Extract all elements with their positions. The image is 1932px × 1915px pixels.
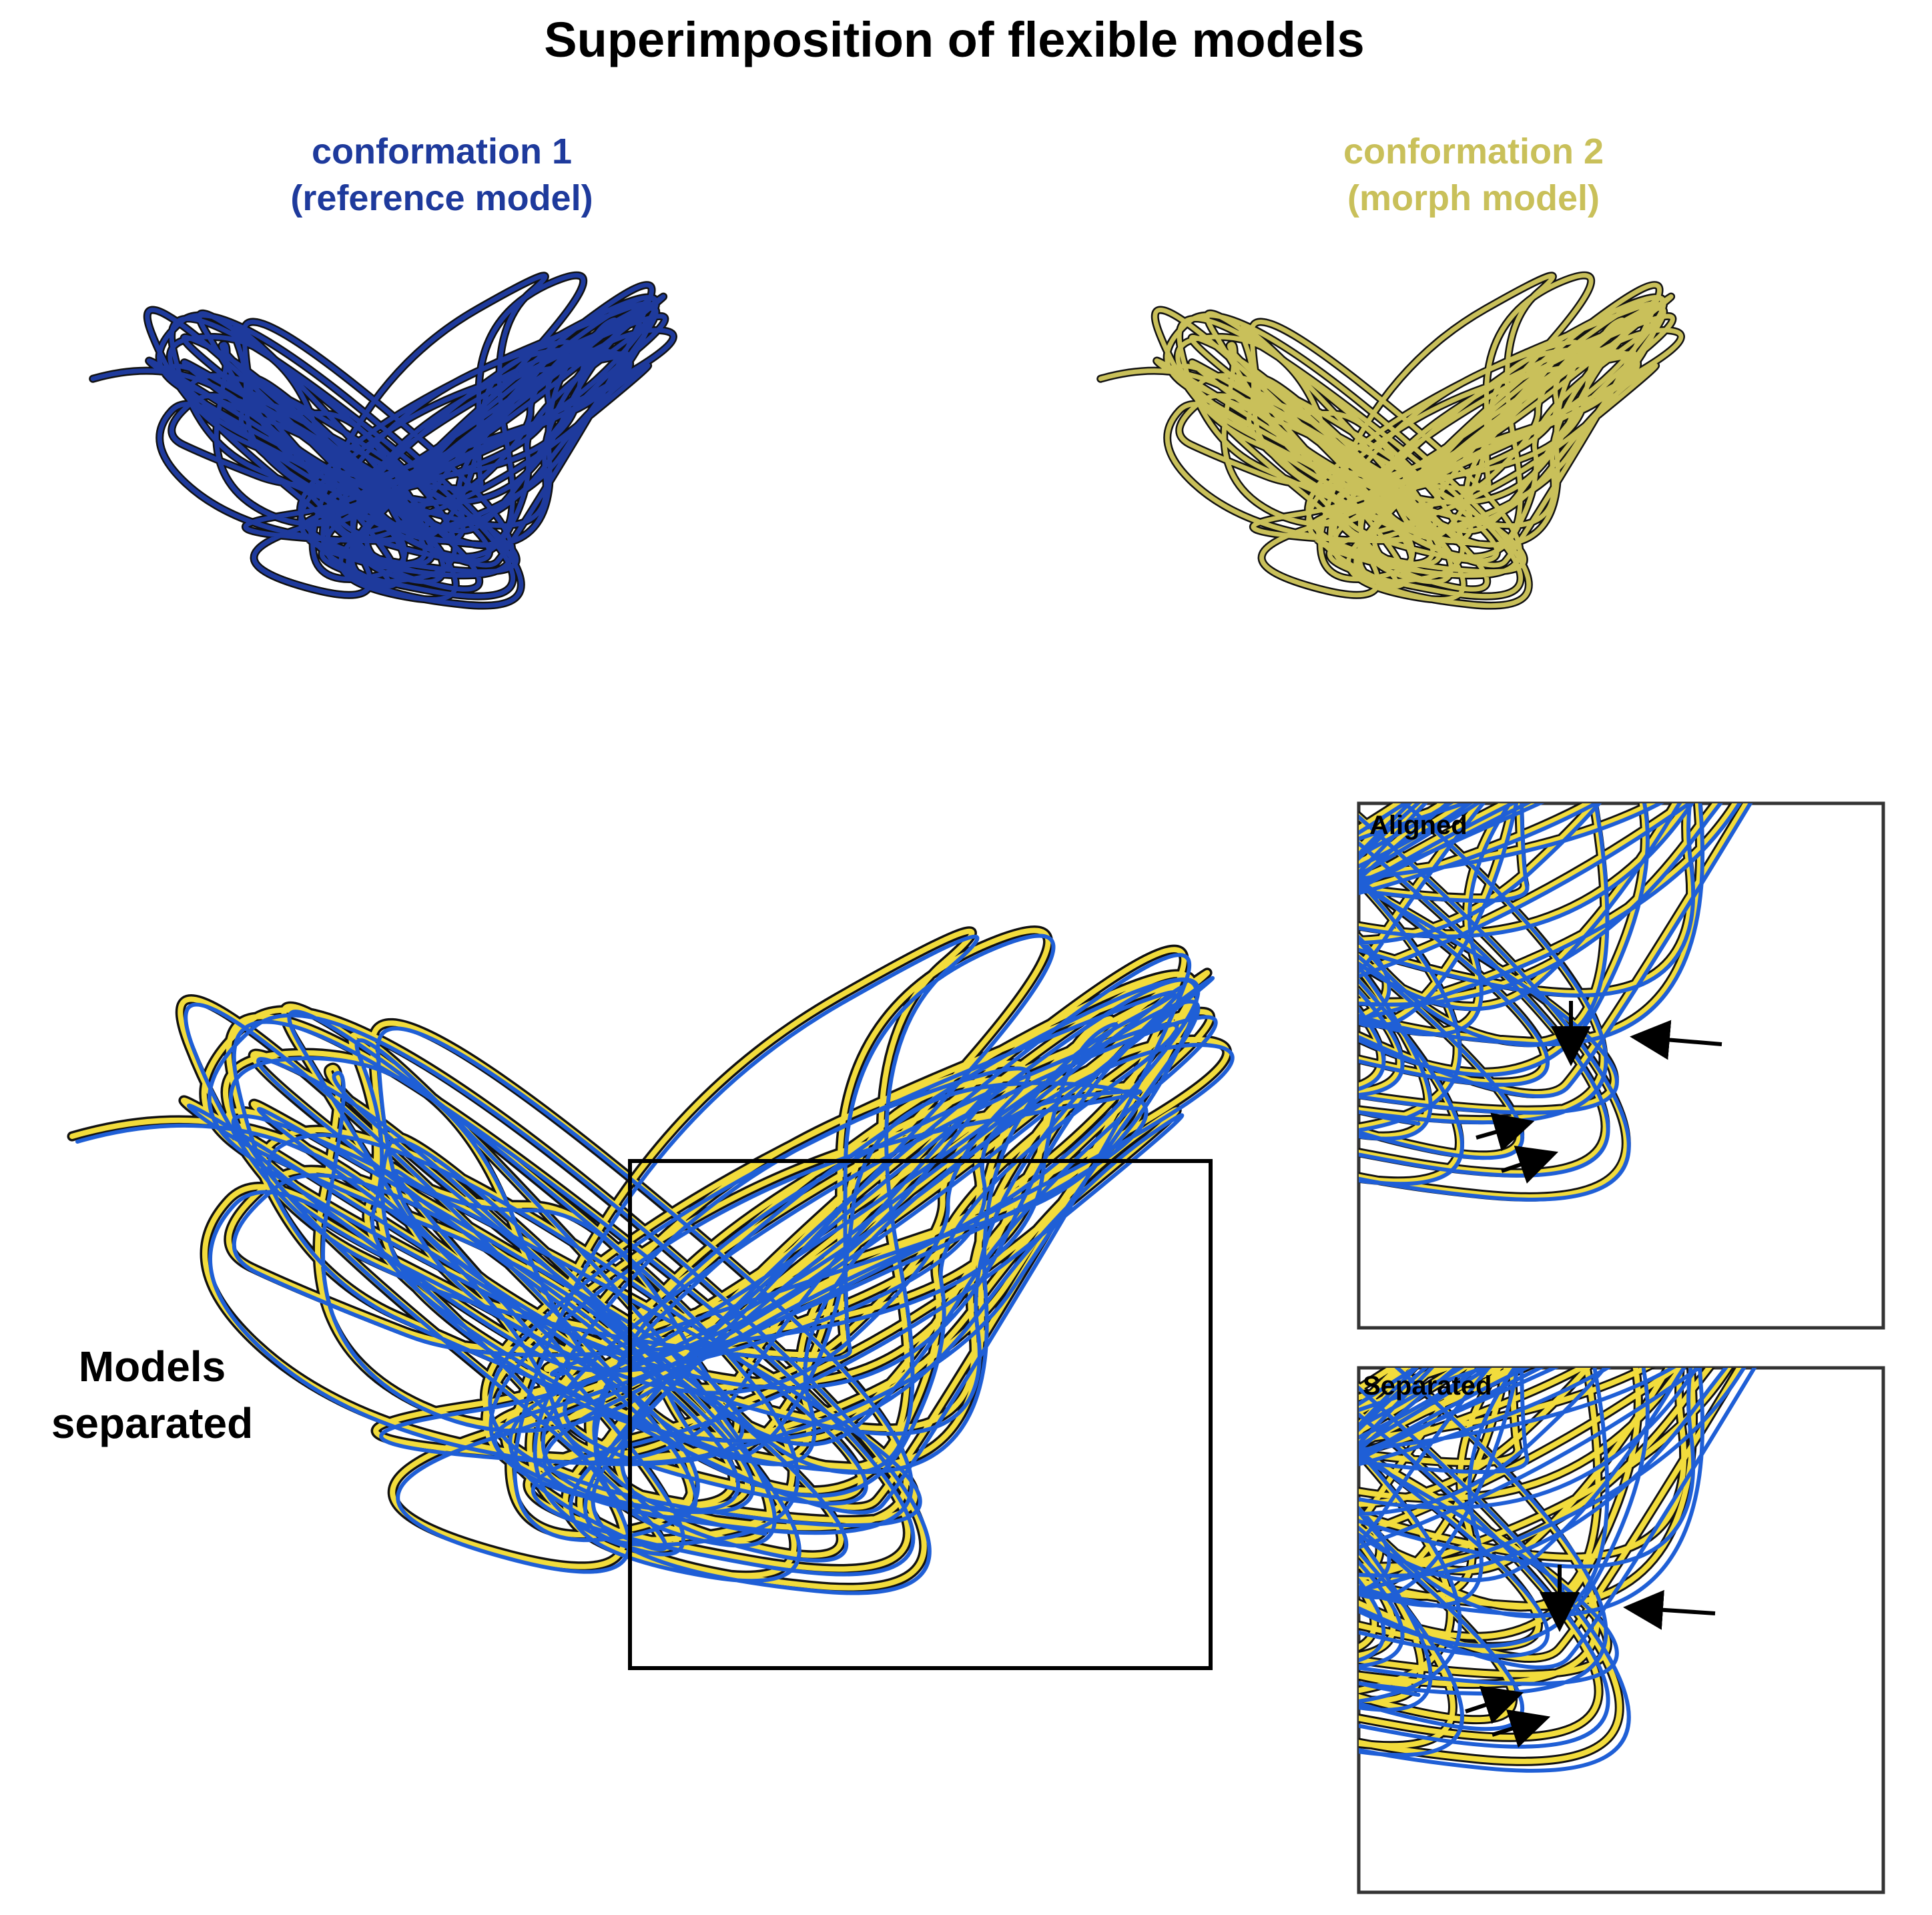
figure-title: Superimposition of flexible models bbox=[544, 12, 1364, 67]
arrow-icon bbox=[1492, 1709, 1551, 1748]
inset-separated-structure bbox=[1359, 1368, 1757, 1773]
conformation-2-title: conformation 2 bbox=[1343, 131, 1604, 171]
conformation-2-label: conformation 2 (morph model) bbox=[1343, 131, 1604, 218]
conformation-2-subtitle: (morph model) bbox=[1347, 178, 1600, 218]
inset-aligned-structure bbox=[1359, 803, 1753, 1202]
conformation-2-structure bbox=[1096, 271, 1685, 610]
conformation-1-label: conformation 1 (reference model) bbox=[290, 131, 593, 218]
inset-aligned-label: Aligned bbox=[1369, 811, 1468, 840]
backbone-tube bbox=[1098, 273, 1684, 609]
inset-separated-arrows bbox=[1465, 1565, 1716, 1748]
backbone-tube bbox=[90, 273, 676, 609]
inset-separated-label: Separated bbox=[1363, 1371, 1492, 1401]
superimposed-structure bbox=[67, 925, 1235, 1595]
inset-aligned: Aligned bbox=[1357, 801, 1885, 1330]
inset-separated: Separated bbox=[1357, 1366, 1885, 1894]
inset-blue-tube bbox=[1359, 803, 1753, 1202]
arrow-icon bbox=[1501, 1146, 1559, 1184]
models-separated-line1: Models bbox=[79, 1343, 226, 1391]
arrow-icon bbox=[1630, 1020, 1722, 1060]
arrow-icon bbox=[1476, 1112, 1535, 1152]
models-separated-label: Models separated bbox=[51, 1343, 253, 1447]
inset-blue-tube bbox=[1359, 1368, 1757, 1773]
zoom-region-box bbox=[628, 1159, 1213, 1670]
arrow-icon bbox=[1623, 1589, 1716, 1630]
inset-aligned-arrows bbox=[1476, 1001, 1722, 1184]
models-separated-line2: separated bbox=[51, 1399, 253, 1447]
conformation-1-title: conformation 1 bbox=[312, 131, 572, 171]
overlay-blue-tube bbox=[75, 933, 1235, 1595]
conformation-1-subtitle: (reference model) bbox=[290, 178, 593, 218]
conformation-1-structure bbox=[89, 271, 677, 610]
arrow-icon bbox=[1465, 1685, 1524, 1724]
